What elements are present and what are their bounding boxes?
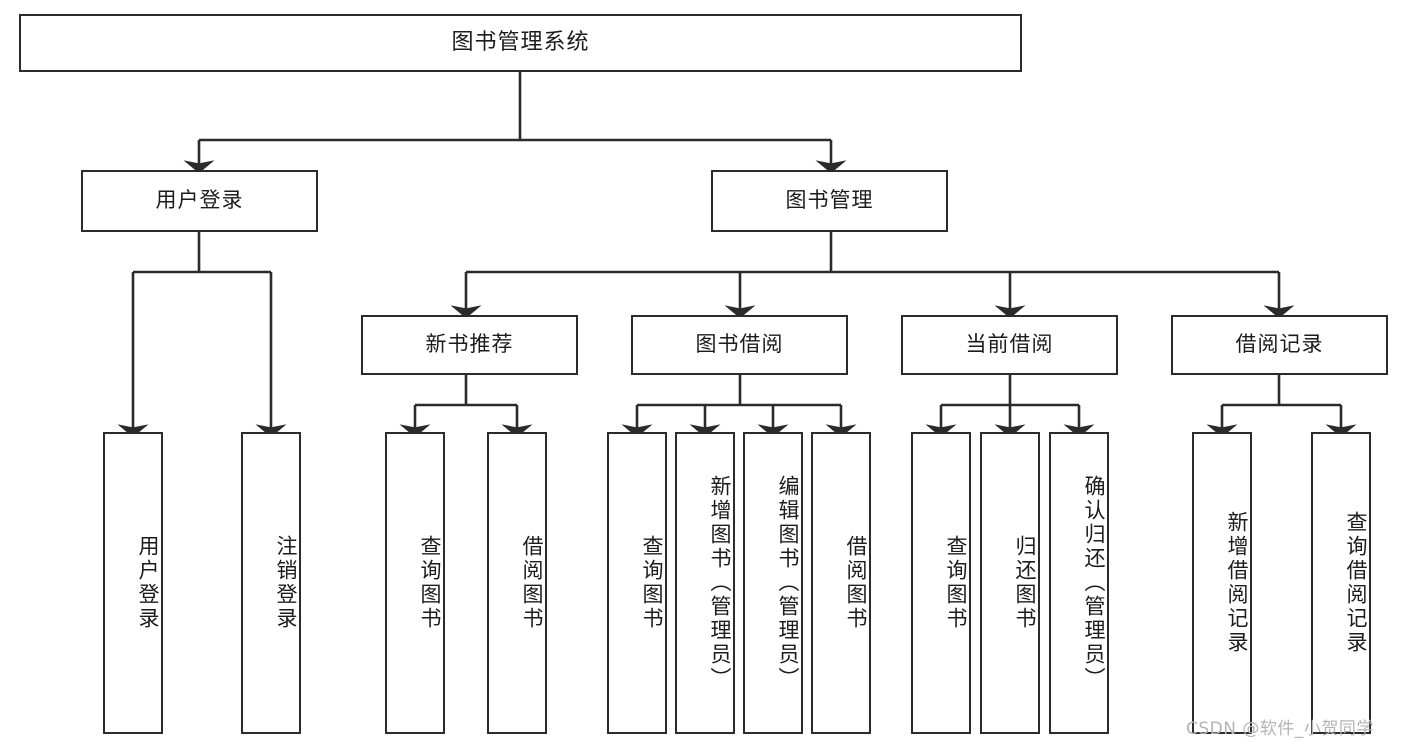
- leaf-edit-book-admin[interactable]: 编辑图书（管理员）: [743, 432, 803, 734]
- leaf-confirm-return-admin[interactable]: 确认归还（管理员）: [1049, 432, 1109, 734]
- leaf-borrow-book-newbook[interactable]: 借阅图书: [487, 432, 547, 734]
- leaf-query-book-newbook[interactable]: 查询图书: [385, 432, 445, 734]
- csdn-watermark: CSDN @软件_小贺同学: [1186, 719, 1374, 739]
- node-root-book-management-system[interactable]: 图书管理系统: [19, 14, 1022, 72]
- node-book-borrow[interactable]: 图书借阅: [631, 315, 848, 375]
- node-new-book-recommendation[interactable]: 新书推荐: [361, 315, 578, 375]
- leaf-borrow-book[interactable]: 借阅图书: [811, 432, 871, 734]
- leaf-add-borrow-record[interactable]: 新增借阅记录: [1192, 432, 1252, 734]
- leaf-query-borrow-record[interactable]: 查询借阅记录: [1311, 432, 1371, 734]
- leaf-query-book-borrow[interactable]: 查询图书: [607, 432, 667, 734]
- leaf-user-login[interactable]: 用户登录: [103, 432, 163, 734]
- node-current-borrow[interactable]: 当前借阅: [901, 315, 1118, 375]
- node-borrow-record[interactable]: 借阅记录: [1171, 315, 1388, 375]
- leaf-return-book[interactable]: 归还图书: [980, 432, 1040, 734]
- node-book-management[interactable]: 图书管理: [711, 170, 948, 232]
- node-user-login[interactable]: 用户登录: [81, 170, 318, 232]
- leaf-logout[interactable]: 注销登录: [241, 432, 301, 734]
- leaf-add-book-admin[interactable]: 新增图书（管理员）: [675, 432, 735, 734]
- leaf-query-book-current[interactable]: 查询图书: [911, 432, 971, 734]
